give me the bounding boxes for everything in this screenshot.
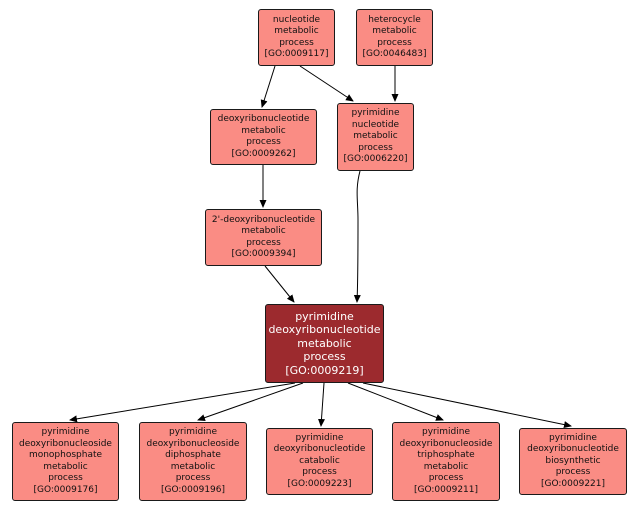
node-go-id: [GO:0009262]: [231, 148, 296, 159]
node-go-id: [GO:0009117]: [264, 49, 329, 59]
node-label: 2'-deoxyribonucleotide metabolic process: [211, 214, 316, 248]
node-go-id: [GO:0009223]: [287, 478, 352, 489]
node-monophosphate-metabolic-process[interactable]: pyrimidine deoxyribonucleoside monophosp…: [12, 422, 119, 501]
node-label: pyrimidine nucleotide metabolic process: [351, 108, 400, 153]
node-label: pyrimidine deoxyribonucleoside diphospha…: [146, 427, 240, 483]
node-biosynthetic-process[interactable]: pyrimidine deoxyribonucleotide biosynthe…: [519, 428, 627, 495]
node-nucleotide-metabolic-process[interactable]: nucleotide metabolic process [GO:0009117…: [258, 9, 335, 66]
edge-n9219-to-n9221: [362, 382, 572, 429]
node-go-id: [GO:0009221]: [540, 478, 606, 489]
node-go-id: [GO:0009219]: [285, 363, 364, 377]
node-label: pyrimidine deoxyribonucleotide metabolic…: [268, 309, 381, 364]
node-pyrimidine-deoxyribonucleotide-metabolic-process[interactable]: pyrimidine deoxyribonucleotide metabolic…: [265, 304, 384, 383]
node-label: heterocycle metabolic process: [368, 14, 421, 48]
edge-n9117-to-n6220: [299, 65, 354, 102]
node-go-id: [GO:0046483]: [362, 49, 427, 59]
node-deoxyribonucleotide-metabolic-process[interactable]: deoxyribonucleotide metabolic process [G…: [210, 109, 317, 165]
edge-n6220-to-n9219: [353, 170, 361, 303]
edge-n9219-to-n9211: [347, 382, 444, 421]
edge-n9219-to-n9196: [197, 382, 304, 421]
edge-n9117-to-n9262: [260, 65, 276, 108]
node-2-deoxyribonucleotide-metabolic-process[interactable]: 2'-deoxyribonucleotide metabolic process…: [205, 209, 322, 266]
node-go-id: [GO:0009394]: [231, 249, 296, 259]
edge-n9219-to-n9223: [317, 382, 325, 427]
node-pyrimidine-nucleotide-metabolic-process[interactable]: pyrimidine nucleotide metabolic process …: [337, 103, 414, 171]
node-heterocycle-metabolic-process[interactable]: heterocycle metabolic process [GO:004648…: [356, 9, 433, 66]
node-diphosphate-metabolic-process[interactable]: pyrimidine deoxyribonucleoside diphospha…: [139, 422, 247, 501]
node-go-id: [GO:0006220]: [343, 154, 408, 165]
node-label: pyrimidine deoxyribonucleotide biosynthe…: [527, 432, 619, 478]
node-label: pyrimidine deoxyribonucleotide catabolic…: [273, 432, 366, 478]
node-go-id: [GO:0009196]: [160, 484, 226, 495]
node-go-id: [GO:0009176]: [33, 484, 98, 495]
node-catabolic-process[interactable]: pyrimidine deoxyribonucleotide catabolic…: [266, 428, 373, 495]
node-label: deoxyribonucleotide metabolic process: [217, 114, 310, 147]
node-go-id: [GO:0009211]: [413, 484, 479, 495]
node-label: pyrimidine deoxyribonucleoside monophosp…: [19, 427, 112, 483]
edge-n9219-to-n9176: [69, 382, 296, 423]
edge-n9394-to-n9219: [264, 265, 295, 303]
node-label: nucleotide metabolic process: [272, 14, 321, 48]
node-label: pyrimidine deoxyribonucleoside triphosph…: [399, 427, 493, 483]
node-triphosphate-metabolic-process[interactable]: pyrimidine deoxyribonucleoside triphosph…: [392, 422, 500, 501]
